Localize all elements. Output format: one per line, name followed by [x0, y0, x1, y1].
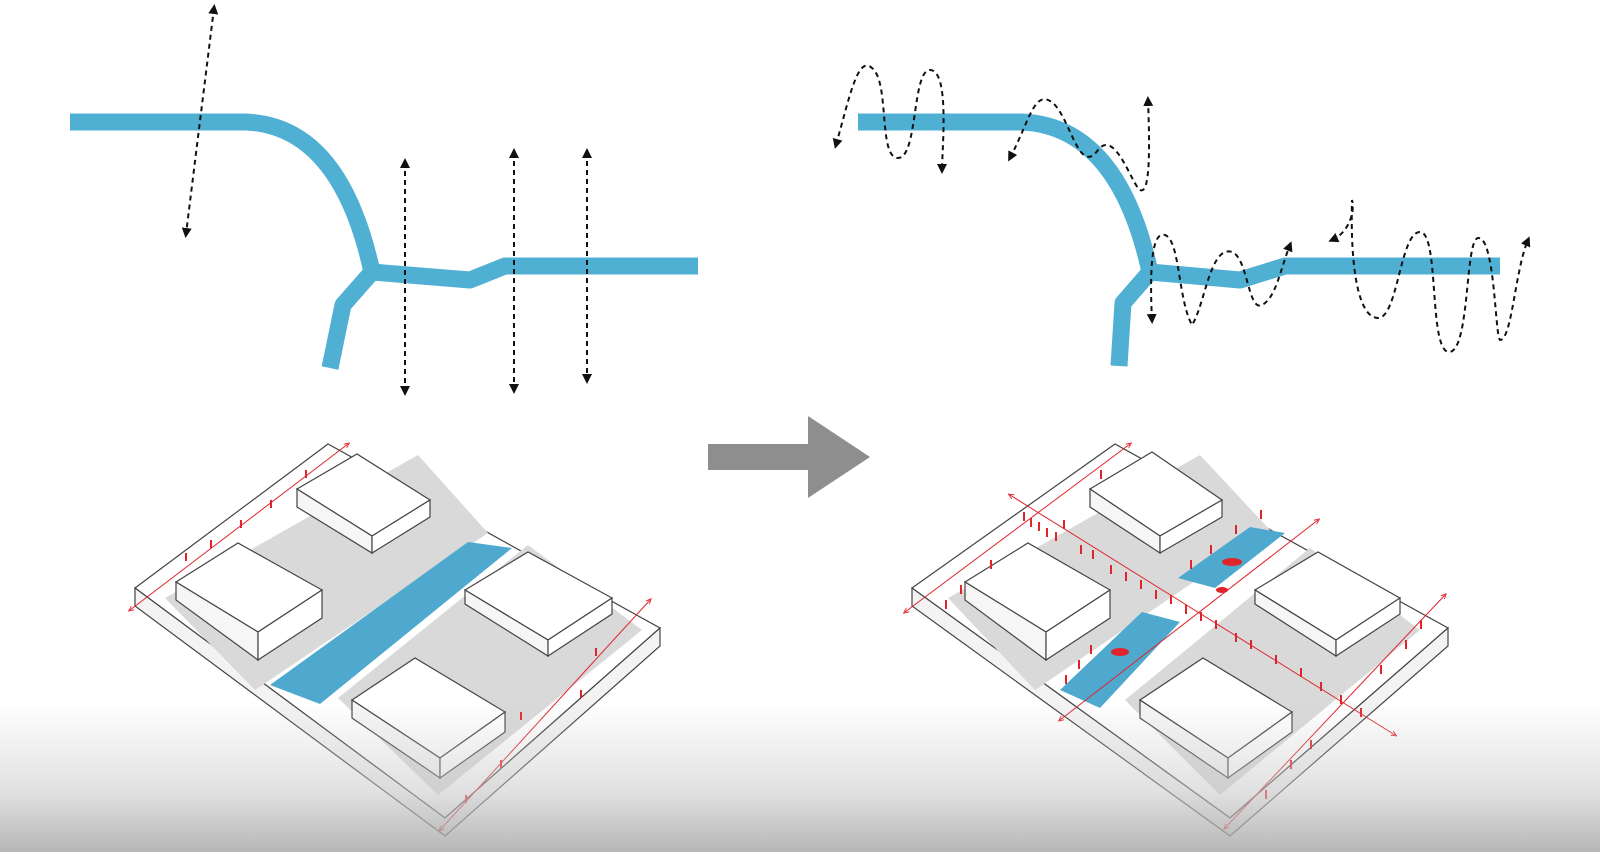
city-after-model: [905, 444, 1450, 837]
river-before: [70, 113, 698, 289]
meander-arrow-icon: [1008, 96, 1154, 192]
city-before-model: [130, 444, 662, 837]
river-after-diagram: [832, 64, 1531, 367]
crossing-arrow-icon: [181, 4, 219, 238]
canal-water: [270, 542, 512, 704]
river-after-branch: [1110, 266, 1157, 367]
river-before-diagram: [70, 4, 698, 396]
river-before-branch: [321, 266, 379, 370]
meander-arrow-icon: [1146, 233, 1293, 327]
pedestrian-icon: [945, 470, 1422, 799]
right-arrow-icon: [708, 416, 870, 498]
meander-arrow-icon: [1328, 199, 1531, 354]
meander-arrow-icon: [832, 64, 948, 174]
